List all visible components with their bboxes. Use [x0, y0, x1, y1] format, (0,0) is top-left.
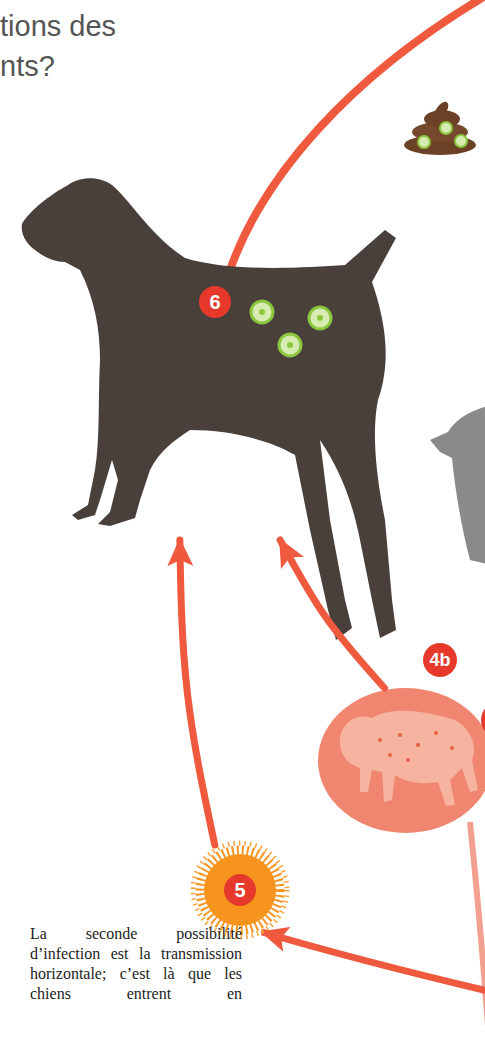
aborted-fetus: [340, 711, 478, 806]
lesion-dot: [388, 753, 392, 757]
cycle-arrow: [262, 932, 485, 992]
node-outline: [318, 688, 485, 833]
feces-icon: [404, 102, 476, 155]
feces-part: [412, 122, 468, 142]
feces-part: [424, 110, 460, 128]
splotch-edge: [200, 850, 280, 930]
callout-number: 5: [224, 874, 256, 906]
fetus-ellipse: [318, 688, 485, 833]
callout-number: 4b: [423, 643, 457, 677]
splotch-body: [204, 854, 276, 926]
stage-node: 6: [20, 175, 390, 540]
feces-part: [404, 135, 476, 155]
lesion-dot: [406, 758, 410, 762]
oocyst: [251, 301, 273, 323]
callout-circle: [481, 702, 485, 738]
splotch-edge: [193, 843, 287, 937]
transmission-arrow: [180, 540, 215, 845]
cycle-arrow: [230, 0, 485, 270]
stage-node: 5: [195, 845, 285, 935]
oocyst: [440, 122, 452, 134]
oocyst-core: [287, 342, 293, 348]
oocyst: [455, 135, 467, 147]
callout-number: 6: [199, 286, 231, 318]
dog-silhouette: [22, 178, 396, 640]
lesion-dot: [398, 733, 402, 737]
stage-node: 4b: [318, 688, 485, 833]
transmission-arrow: [280, 540, 384, 688]
oocyst-core: [317, 315, 323, 321]
lesion-dot: [434, 731, 438, 735]
cow-head: [430, 405, 485, 565]
lesion-dot: [416, 743, 420, 747]
cycle-arrow: [470, 822, 485, 1054]
feces-part: [434, 102, 448, 115]
body-text: La seconde possibilité d’infection est l…: [30, 924, 242, 1004]
oocyst: [418, 136, 430, 148]
oocyst: [309, 307, 331, 329]
title-text: tions des nts?: [0, 6, 160, 86]
lesion-dot: [378, 738, 382, 742]
lesion-dot: [450, 746, 454, 750]
oocyst-core: [259, 309, 265, 315]
oocyst: [279, 334, 301, 356]
node-outline: [195, 845, 285, 935]
